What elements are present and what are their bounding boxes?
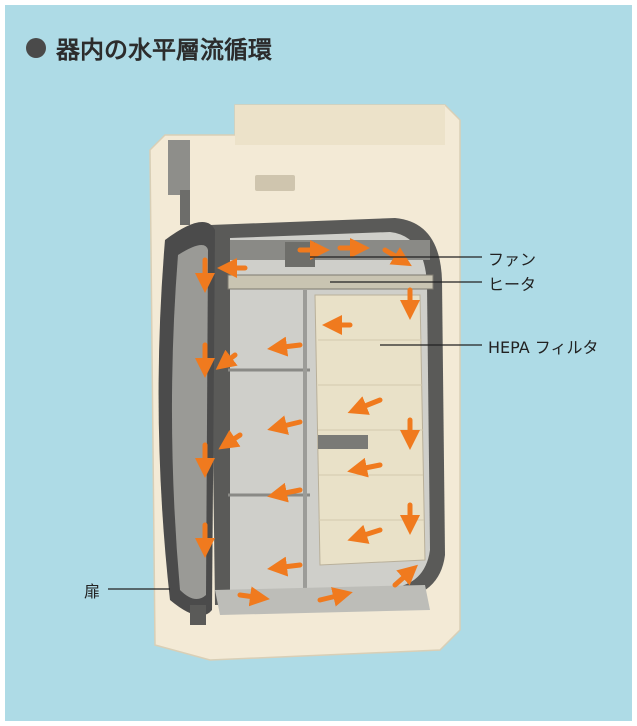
door <box>158 222 215 625</box>
control-panel <box>255 175 295 191</box>
airflow-arrow <box>215 349 238 370</box>
page-title: 器内の水平層流循環 <box>26 30 272 65</box>
filter-bracket <box>318 435 368 449</box>
label-hepa-filter: HEPA フィルタ <box>488 338 599 357</box>
fan-unit <box>285 242 315 267</box>
airflow-arrow <box>267 482 303 503</box>
airflow-arrow <box>347 524 383 544</box>
label-fan: ファン <box>488 250 537 269</box>
airflow-arrows <box>195 238 420 607</box>
top-vent <box>168 140 190 195</box>
label-door: 扉 <box>84 582 101 601</box>
airflow-arrow <box>237 586 270 607</box>
leader-lines <box>108 256 482 590</box>
bullet-icon <box>26 37 46 58</box>
top-duct <box>230 240 430 260</box>
airflow-arrow <box>347 396 383 415</box>
cabinet-interior <box>210 218 445 615</box>
airflow-arrow <box>267 556 303 577</box>
airflow-arrow <box>267 336 303 357</box>
airflow-arrow <box>218 430 243 450</box>
airflow-arrow <box>317 587 353 607</box>
airflow-arrow <box>392 564 418 588</box>
airflow-arrow <box>382 247 412 267</box>
title-text: 器内の水平層流循環 <box>56 36 272 64</box>
airflow-arrow <box>267 415 303 435</box>
airflow-arrow <box>347 457 383 478</box>
label-heater: ヒータ <box>488 275 537 294</box>
